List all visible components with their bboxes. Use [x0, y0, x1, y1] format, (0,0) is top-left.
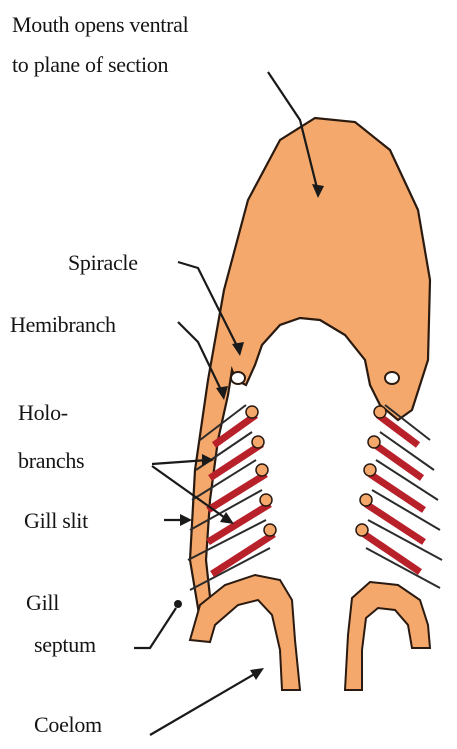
label-gill-septum-line2: septum: [34, 632, 96, 658]
lower-right-tissue: [345, 582, 430, 690]
spiracle-opening-left: [231, 372, 245, 384]
head-tissue: [190, 118, 430, 620]
label-gill-slit: Gill slit: [24, 508, 88, 534]
right-gill-arches: [356, 405, 442, 588]
label-holobranchs-line1: Holo-: [18, 400, 68, 426]
label-holobranchs-line2: branchs: [18, 448, 84, 474]
label-coelom: Coelom: [34, 712, 102, 738]
label-hemibranch: Hemibranch: [10, 312, 116, 338]
label-mouth-line2: to plane of section: [12, 52, 168, 78]
spiracle-opening-right: [385, 372, 399, 384]
label-spiracle: Spiracle: [68, 250, 138, 276]
label-gill-septum-line1: Gill: [26, 590, 59, 616]
label-mouth-line1: Mouth opens ventral: [12, 12, 188, 38]
